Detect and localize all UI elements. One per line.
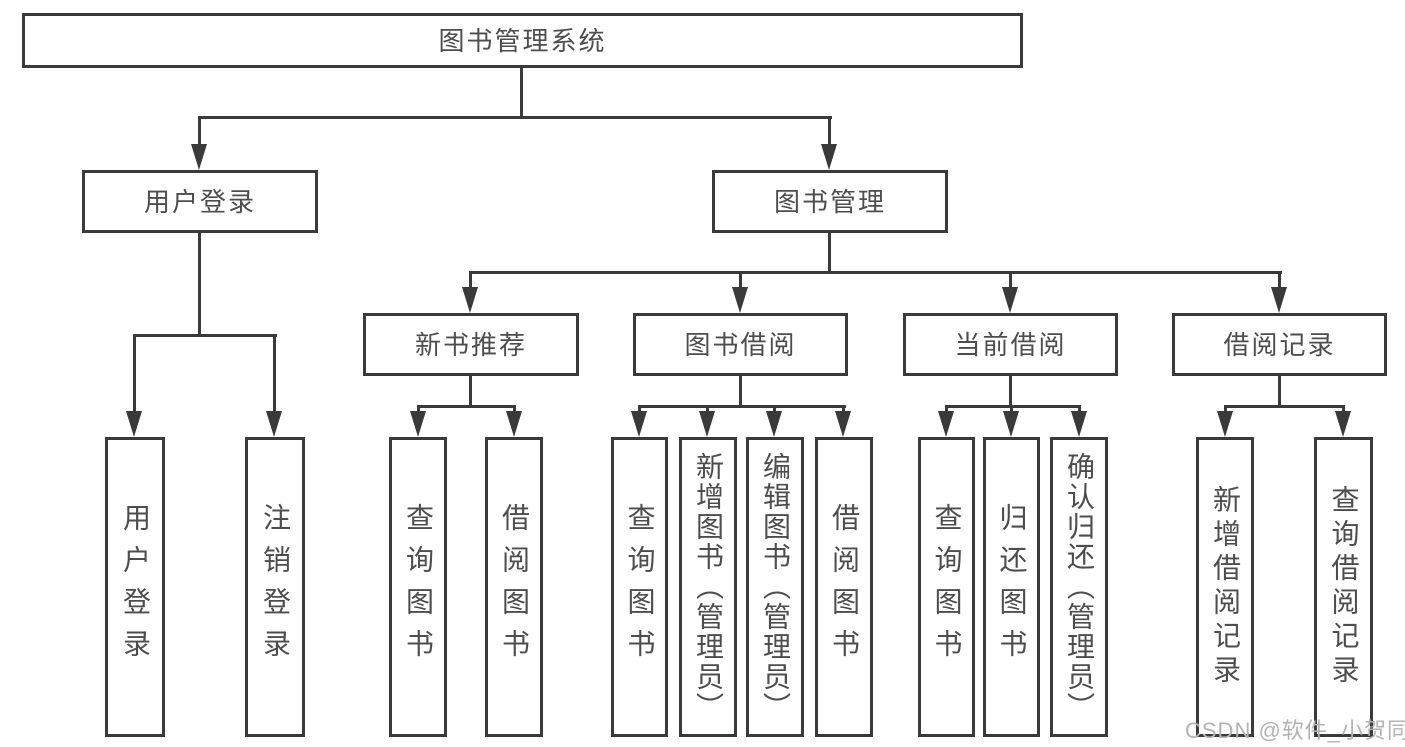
connector-line <box>945 405 948 411</box>
leaf-query-books-current: 查询图书 <box>918 437 975 737</box>
node-user-login-label: 用户登录 <box>143 186 256 217</box>
node-borrow-records-label: 借阅记录 <box>1223 329 1336 360</box>
arrow-down-icon <box>821 144 837 170</box>
arrow-down-icon <box>631 411 647 437</box>
arrow-down-icon <box>191 144 207 170</box>
connector-line <box>739 271 742 287</box>
connector-line <box>1010 405 1013 411</box>
connector-line <box>739 376 742 408</box>
connector-line <box>513 405 516 411</box>
leaf-logout-label: 注销登录 <box>260 503 291 671</box>
leaf-query-borrow-record: 查询借阅记录 <box>1314 437 1373 737</box>
connector-line <box>1342 405 1345 411</box>
arrow-down-icon <box>938 411 954 437</box>
csdn-watermark: CSDN @软件_小贺同学 <box>1185 718 1405 743</box>
connector-line <box>773 405 776 411</box>
arrow-down-icon <box>732 287 748 313</box>
node-current-borrow: 当前借阅 <box>903 313 1118 376</box>
connector-line <box>945 405 1081 408</box>
leaf-query-books-recommend-label: 查询图书 <box>403 503 434 671</box>
node-book-borrow-label: 图书借阅 <box>684 329 797 360</box>
arrow-down-icon <box>1335 411 1351 437</box>
leaf-user-login-label: 用户登录 <box>120 503 151 671</box>
connector-line <box>1078 405 1081 411</box>
leaf-return-books: 归还图书 <box>983 437 1040 737</box>
leaf-borrow-books-recommend: 借阅图书 <box>485 437 543 737</box>
node-book-management-label: 图书管理 <box>773 186 886 217</box>
arrow-down-icon <box>126 411 142 437</box>
node-root-label: 图书管理系统 <box>438 25 607 56</box>
connector-line <box>198 233 201 337</box>
connector-line <box>828 116 831 144</box>
arrow-down-icon <box>462 287 478 313</box>
leaf-confirm-return-admin: 确认归还（管理员） <box>1050 437 1108 737</box>
node-root: 图书管理系统 <box>22 13 1023 68</box>
node-book-management: 图书管理 <box>712 170 948 233</box>
leaf-query-books-borrow-label: 查询图书 <box>624 503 656 671</box>
connector-line <box>417 405 516 408</box>
leaf-borrow-books: 借阅图书 <box>815 437 873 737</box>
connector-line <box>1224 405 1345 408</box>
arrow-down-icon <box>266 411 282 437</box>
connector-line <box>842 405 845 411</box>
arrow-down-icon <box>1002 287 1018 313</box>
leaf-logout: 注销登录 <box>245 437 305 737</box>
leaf-edit-books-admin: 编辑图书（管理员） <box>746 437 804 737</box>
connector-line <box>1278 271 1281 287</box>
leaf-return-books-label: 归还图书 <box>996 503 1028 671</box>
connector-line <box>706 405 709 411</box>
leaf-add-borrow-record-label: 新增借阅记录 <box>1210 485 1241 689</box>
arrow-down-icon <box>1003 411 1019 437</box>
node-user-login: 用户登录 <box>82 170 318 233</box>
leaf-user-login: 用户登录 <box>105 437 165 737</box>
connector-line <box>1009 376 1012 408</box>
connector-line <box>469 376 472 408</box>
connector-line <box>1009 271 1012 287</box>
leaf-query-books-current-label: 查询图书 <box>931 503 963 671</box>
connector-line <box>520 68 523 119</box>
arrow-down-icon <box>1217 411 1233 437</box>
leaf-borrow-books-recommend-label: 借阅图书 <box>499 503 530 671</box>
node-current-borrow-label: 当前借阅 <box>954 329 1067 360</box>
arrow-down-icon <box>506 411 522 437</box>
leaf-add-borrow-record: 新增借阅记录 <box>1196 437 1254 737</box>
leaf-confirm-return-admin-label: 确认归还（管理员） <box>1064 452 1095 722</box>
arrow-down-icon <box>835 411 851 437</box>
node-new-book-recommend-label: 新书推荐 <box>414 329 527 360</box>
connector-line <box>828 233 831 274</box>
arrow-down-icon <box>699 411 715 437</box>
arrow-down-icon <box>1071 411 1087 437</box>
leaf-add-books-admin: 新增图书（管理员） <box>679 437 737 737</box>
arrow-down-icon <box>766 411 782 437</box>
leaf-borrow-books-label: 借阅图书 <box>829 503 860 671</box>
node-borrow-records: 借阅记录 <box>1172 313 1387 376</box>
connector-line <box>198 116 201 144</box>
connector-line <box>469 271 472 287</box>
connector-line <box>198 116 832 119</box>
connector-line <box>133 334 277 337</box>
connector-line <box>638 405 641 411</box>
connector-line <box>638 405 846 408</box>
connector-line <box>1278 376 1281 408</box>
arrow-down-icon <box>410 411 426 437</box>
node-book-borrow: 图书借阅 <box>633 313 848 376</box>
arrow-down-icon <box>1271 287 1287 313</box>
leaf-add-books-admin-label: 新增图书（管理员） <box>693 452 724 722</box>
connector-line <box>469 271 1282 274</box>
leaf-query-books-borrow: 查询图书 <box>611 437 668 737</box>
connector-line <box>273 334 276 411</box>
connector-line <box>133 334 136 411</box>
leaf-query-books-recommend: 查询图书 <box>389 437 447 737</box>
leaf-edit-books-admin-label: 编辑图书（管理员） <box>760 452 791 722</box>
connector-line <box>417 405 420 411</box>
node-new-book-recommend: 新书推荐 <box>363 313 579 376</box>
connector-line <box>1224 405 1227 411</box>
leaf-query-borrow-record-label: 查询借阅记录 <box>1328 485 1360 689</box>
